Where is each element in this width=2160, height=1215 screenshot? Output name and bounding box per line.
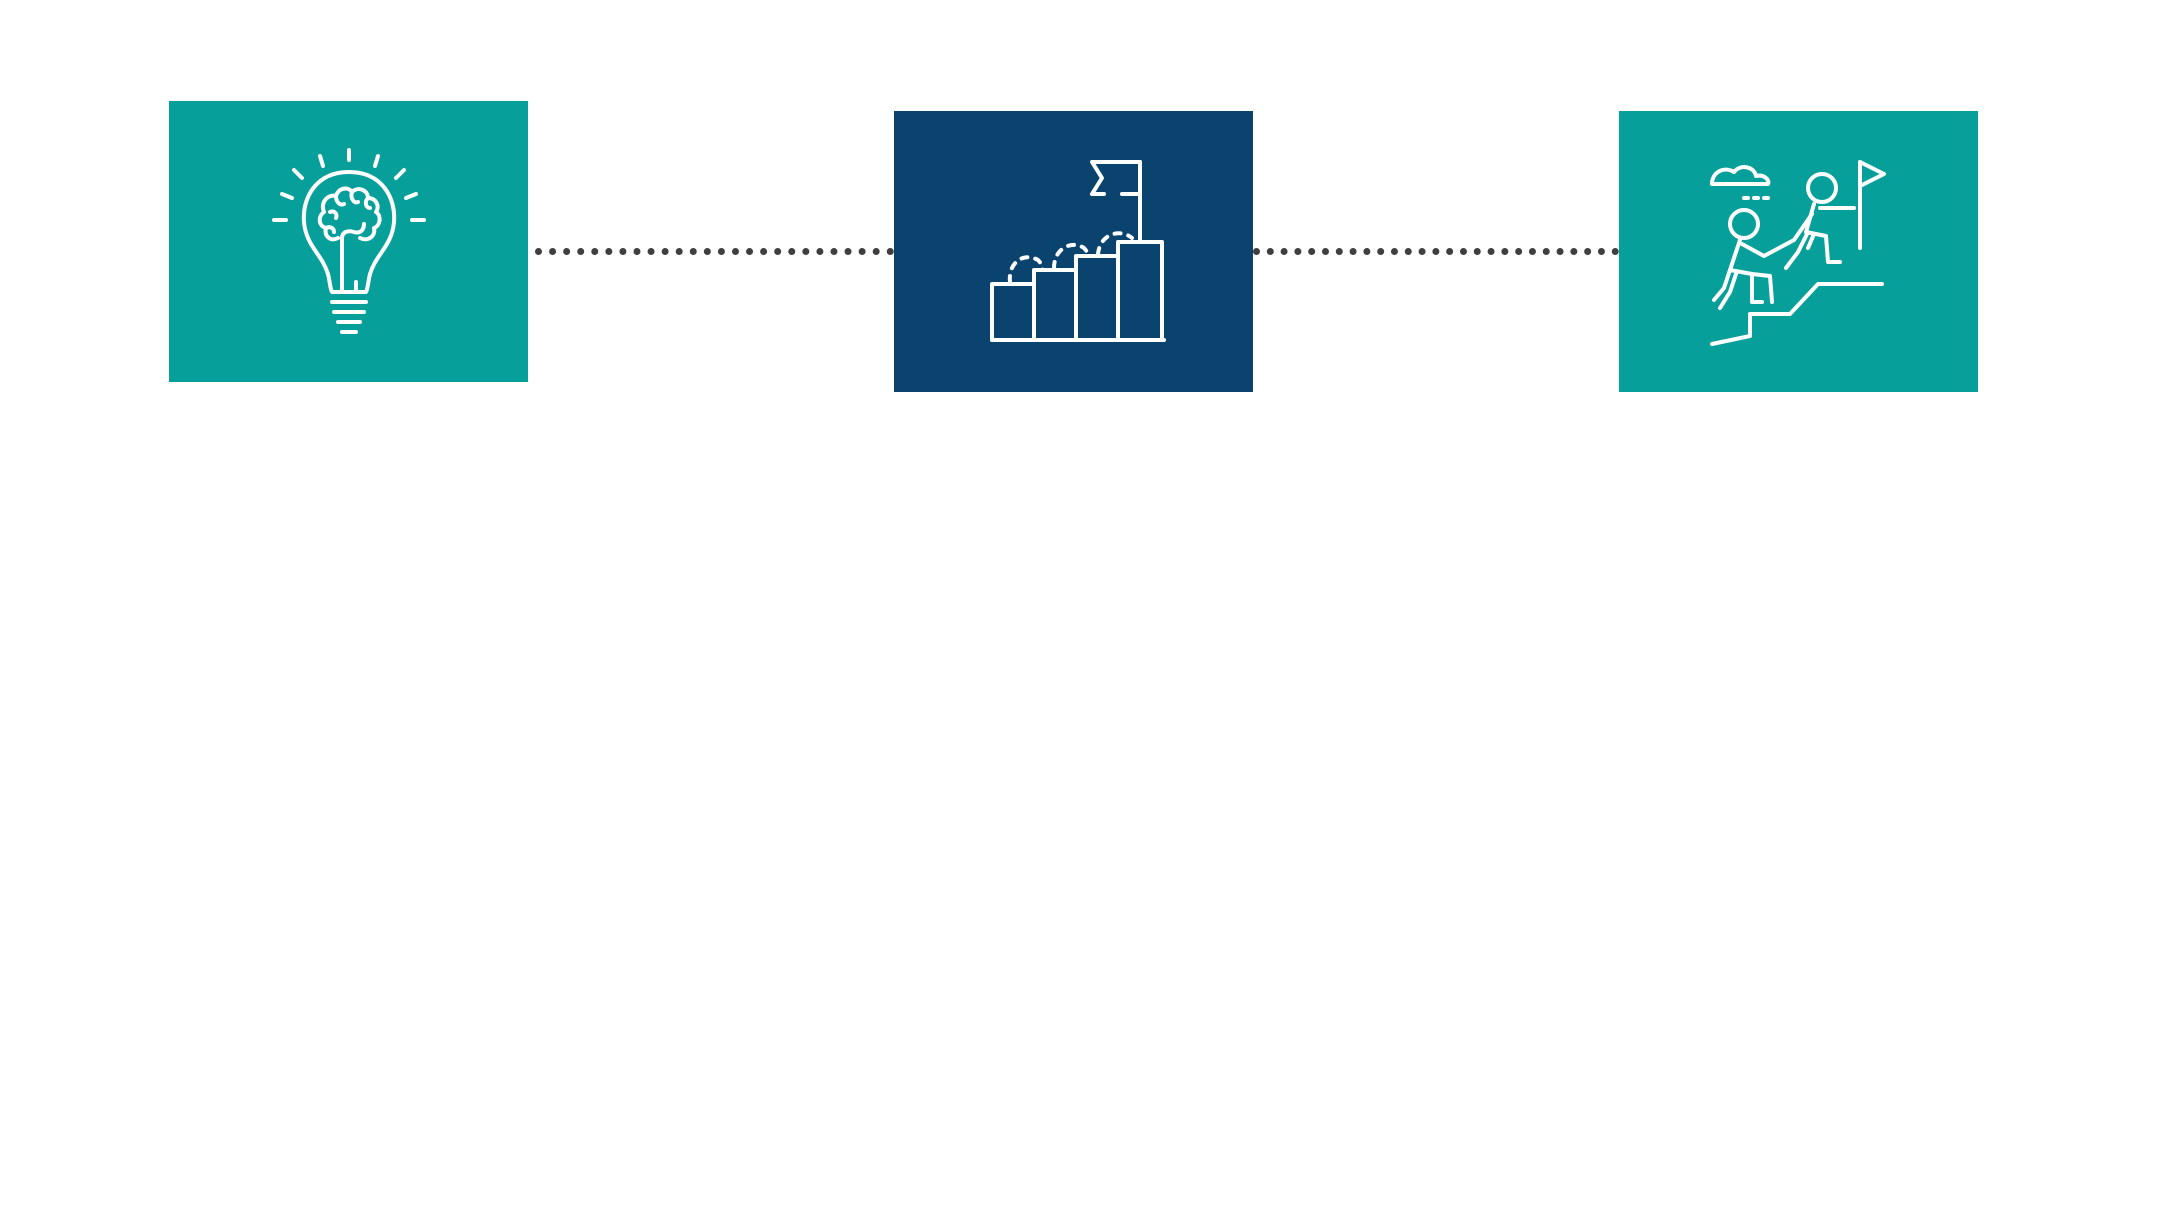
- step-card-idea: [169, 101, 528, 382]
- step-card-teamwork: [1619, 111, 1978, 392]
- climbing-team-flag-icon: [1709, 159, 1886, 346]
- dotted-connector-2: [1253, 248, 1619, 255]
- bar-chart-flag-icon: [989, 159, 1166, 342]
- step-card-growth: [894, 111, 1253, 392]
- lightbulb-brain-icon: [271, 147, 426, 334]
- dotted-connector-1: [535, 248, 894, 255]
